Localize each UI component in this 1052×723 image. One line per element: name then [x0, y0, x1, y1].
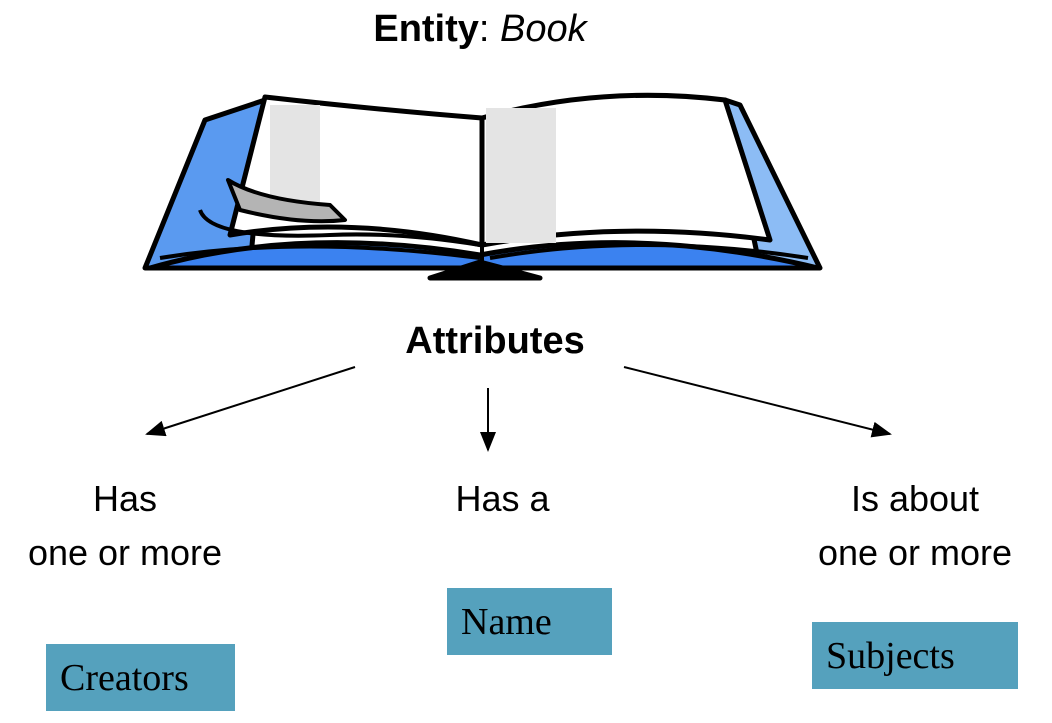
subjects-box: Subjects: [812, 622, 1018, 689]
arrow-right: [623, 366, 892, 438]
branch-line2: one or more: [817, 532, 1013, 573]
entity-title: Entity: Book: [0, 8, 960, 51]
branch-line2: one or more: [27, 532, 223, 573]
title-separator: :: [478, 8, 501, 50]
branch-line1: Has a: [455, 478, 550, 519]
entity-value: Book: [500, 8, 587, 50]
entity-label: Entity: [373, 8, 479, 50]
branch-line1: Is about: [850, 478, 980, 519]
attributes-heading: Attributes: [405, 320, 585, 362]
arrow-left: [145, 366, 356, 437]
name-box: Name: [447, 588, 612, 655]
branch-line1: Has: [92, 478, 158, 519]
branch-name-text: Has a: [400, 472, 605, 526]
branch-creators-text: Has one or more: [0, 472, 250, 580]
creators-box: Creators: [46, 644, 235, 711]
branch-subjects-text: Is about one or more: [790, 472, 1040, 580]
